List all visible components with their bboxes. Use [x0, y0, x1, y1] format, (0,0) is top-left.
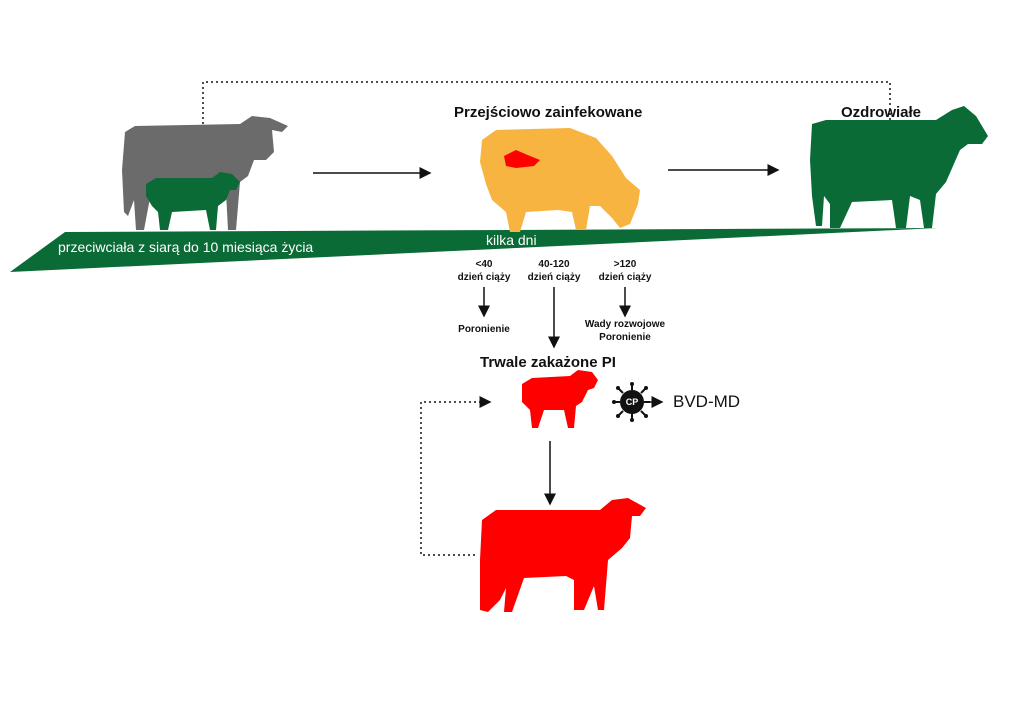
pregnancy-range: 40-120 — [538, 259, 570, 270]
cow-icon — [122, 116, 288, 230]
fetus-icon — [504, 150, 540, 168]
outcome-line: Wady rozwojowe — [584, 319, 666, 330]
pregnancy-day: dzień ciąży — [457, 272, 511, 283]
band-mid-text: kilka dni — [486, 232, 537, 248]
outcome-gt120: Wady rozwojowe Poronienie — [570, 318, 680, 344]
pregnancy-lt40: <40 dzień ciąży — [444, 258, 524, 284]
grazing-cow-icon — [480, 128, 640, 232]
pregnancy-day: dzień ciąży — [527, 272, 581, 283]
transient-title: Przejściowo zainfekowane — [454, 104, 643, 121]
pregnancy-range: >120 — [613, 259, 637, 270]
pregnancy-40-120: 40-120 dzień ciąży — [514, 258, 594, 284]
timeline-band — [10, 228, 938, 272]
band-left-text: przeciwciała z siarą do 10 miesiąca życi… — [58, 239, 314, 255]
dotted-return-top — [197, 81, 891, 160]
dotted-return-pi — [420, 396, 492, 556]
cp-label: CP — [626, 397, 639, 407]
outcome-line: Poronienie — [599, 332, 651, 343]
pregnancy-range: <40 — [475, 259, 493, 270]
bvd-label: BVD-MD — [673, 392, 741, 411]
recovered-title: Ozdrowiałe — [841, 104, 922, 121]
outcome-lt40: Poronienie — [458, 324, 510, 335]
virus-icon: CP — [612, 382, 650, 422]
pregnancy-day: dzień ciąży — [598, 272, 652, 283]
calf-icon — [146, 172, 240, 230]
cow-icon — [480, 498, 646, 612]
cow-icon — [810, 106, 988, 228]
pi-title: Trwale zakażone PI — [480, 354, 616, 371]
calf-icon — [522, 370, 598, 428]
pregnancy-gt120: >120 dzień ciąży — [585, 258, 665, 284]
